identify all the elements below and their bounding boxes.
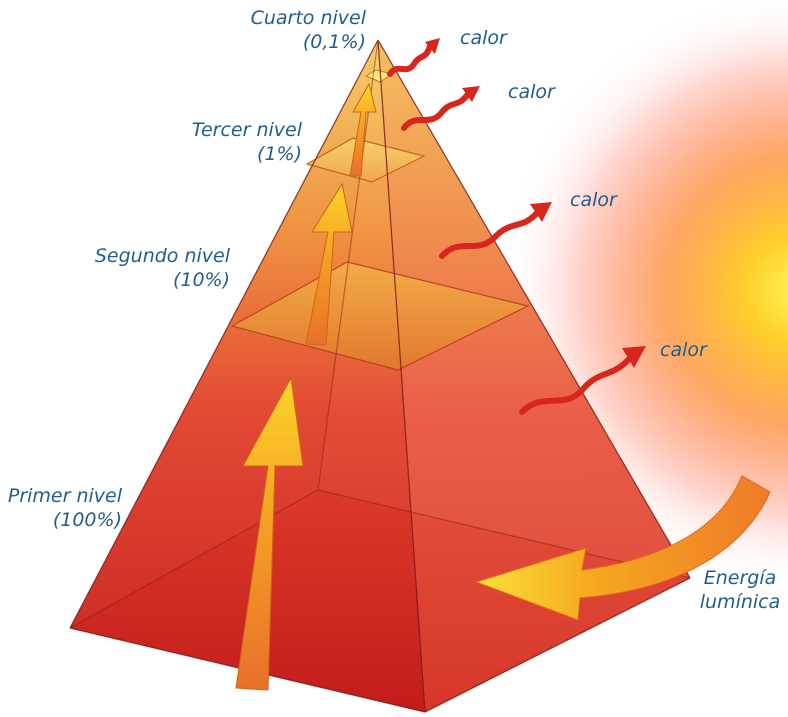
level-name: Segundo nivel	[94, 245, 230, 267]
curved-arrow-icon	[474, 475, 771, 621]
level-percent: (1%)	[257, 143, 302, 165]
heat-label: calor	[660, 339, 707, 361]
wavy-arrow-icon	[387, 43, 433, 77]
label-first-level: Primer nivel (100%)	[0, 484, 122, 532]
arrowhead-icon	[425, 38, 440, 54]
heat-label: calor	[508, 81, 555, 103]
wavy-arrow-icon	[519, 355, 633, 415]
energy-line-1: Energía	[703, 567, 777, 589]
heat-label: calor	[570, 189, 617, 211]
heat-arrows	[387, 43, 633, 415]
label-fourth-level: Cuarto nivel (0,1%)	[206, 6, 366, 54]
arrowhead-icon	[622, 346, 646, 368]
label-light-energy: Energía lumínica	[694, 566, 786, 614]
up-arrow-icon	[235, 376, 304, 691]
level-name: Primer nivel	[7, 485, 122, 507]
level-percent: (0,1%)	[302, 31, 366, 53]
heat-arrowheads	[425, 38, 646, 368]
heat-label: calor	[460, 27, 507, 49]
label-second-level: Segundo nivel (10%)	[80, 244, 230, 292]
up-arrow-icon	[349, 82, 377, 177]
arrowhead-icon	[530, 202, 552, 222]
level-percent: (10%)	[172, 269, 230, 291]
label-third-level: Tercer nivel (1%)	[150, 118, 302, 166]
up-arrow-icon	[305, 182, 353, 346]
pyramid-right-face	[378, 40, 690, 712]
level-name: Tercer nivel	[191, 119, 302, 141]
wavy-arrow-icon	[401, 91, 471, 131]
level-name: Cuarto nivel	[250, 7, 366, 29]
arrowhead-icon	[462, 86, 480, 102]
wavy-arrow-icon	[439, 209, 541, 259]
energy-line-2: lumínica	[699, 591, 781, 613]
level-percent: (100%)	[52, 509, 122, 531]
